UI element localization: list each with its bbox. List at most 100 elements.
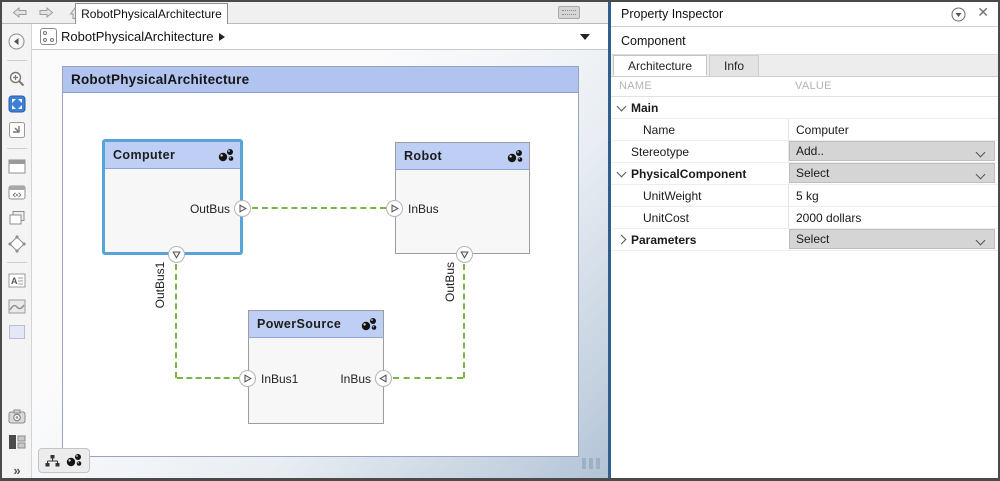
back-arrow-icon[interactable] [12, 6, 28, 19]
row-label: UnitCost [643, 210, 690, 225]
zoom-in-icon[interactable] [6, 68, 28, 90]
block-computer[interactable]: Computer [102, 139, 243, 255]
annotation-icon[interactable]: A [6, 270, 28, 292]
row-label: PhysicalComponent [631, 166, 747, 181]
connector-computer-power-horizontal[interactable] [177, 377, 239, 379]
image-icon[interactable] [6, 295, 28, 317]
breadcrumb-caret-icon[interactable] [219, 32, 226, 41]
row-value[interactable]: 2000 dollars [796, 210, 862, 225]
collapse-icon[interactable] [616, 167, 627, 178]
keyboard-shortcuts-icon[interactable] [558, 6, 580, 19]
forward-arrow-icon[interactable] [38, 6, 54, 19]
property-inspector-title: Property Inspector [621, 7, 724, 21]
port-power-inbus[interactable] [375, 370, 392, 387]
hide-browser-icon[interactable] [6, 31, 28, 53]
tab-info-label: Info [724, 59, 745, 73]
tab-architecture[interactable]: Architecture [613, 55, 708, 76]
row-value[interactable]: Computer [796, 122, 849, 137]
stereotype-spheres-icon [218, 148, 234, 161]
row-label: UnitWeight [643, 188, 702, 203]
pane-divider[interactable] [608, 2, 611, 478]
area-icon[interactable] [6, 321, 28, 343]
view-badge[interactable] [38, 448, 90, 473]
spline-route-icon[interactable] [6, 233, 28, 255]
property-inspector-header: Property Inspector ✕ [611, 2, 998, 27]
copy-compare-icon[interactable] [6, 207, 28, 229]
panel-options-icon[interactable] [951, 7, 966, 25]
diagram-canvas[interactable]: RobotPhysicalArchitecture Computer [32, 50, 608, 478]
table-row-main[interactable]: Main [611, 97, 998, 119]
port-computer-outbus[interactable] [234, 200, 251, 217]
port-robot-inbus[interactable] [386, 200, 403, 217]
column-header-name: NAME [619, 80, 652, 92]
tab-robotphysicalarchitecture[interactable]: RobotPhysicalArchitecture [75, 3, 228, 24]
block-powersource-title: PowerSource [257, 317, 342, 331]
viewport-icon[interactable] [6, 156, 28, 178]
editor-pane: RobotPhysicalArchitecture [2, 2, 608, 478]
parameters-dropdown[interactable]: Select [789, 229, 995, 249]
svg-text:A: A [11, 276, 18, 286]
port-label-power-inbus1: InBus1 [261, 372, 299, 386]
block-computer-title: Computer [113, 148, 176, 162]
connector-computer-power-vertical[interactable] [175, 264, 177, 378]
connector-label-outbus1: OutBus1 [153, 261, 167, 309]
block-powersource[interactable]: PowerSource [248, 310, 384, 424]
tab-label: RobotPhysicalArchitecture [81, 7, 222, 21]
table-row-physicalcomponent[interactable]: PhysicalComponent Select [611, 163, 998, 185]
stereotype-spheres-icon [361, 317, 377, 330]
chevron-down-icon [975, 169, 986, 180]
signal-lines-icon[interactable] [6, 181, 28, 203]
connector-robot-power-horizontal[interactable] [393, 377, 463, 379]
dropdown-value: Select [796, 166, 830, 180]
dropdown-value: Add.. [796, 144, 825, 158]
connector-robot-power-vertical[interactable] [463, 264, 465, 378]
table-row-parameters[interactable]: Parameters Select [611, 229, 998, 251]
connector-computer-robot[interactable] [252, 207, 386, 209]
stereotype-dropdown[interactable]: Add.. [789, 141, 995, 161]
inspector-tab-bar: Architecture Info [611, 55, 998, 77]
zoom-region-icon[interactable] [6, 119, 28, 141]
screenshot-icon[interactable] [6, 406, 28, 428]
architecture-container-header: RobotPhysicalArchitecture [63, 67, 578, 93]
tab-info[interactable]: Info [709, 55, 760, 76]
collapse-icon[interactable] [616, 101, 627, 112]
breadcrumb: RobotPhysicalArchitecture [32, 24, 608, 50]
row-label: Main [631, 100, 659, 115]
table-row-unitcost[interactable]: UnitCost 2000 dollars [611, 207, 998, 229]
selected-element-row: Component [611, 27, 998, 55]
table-row-unitweight[interactable]: UnitWeight 5 kg [611, 185, 998, 207]
port-computer-bottom[interactable] [168, 246, 185, 263]
chevron-down-icon [975, 235, 986, 246]
breadcrumb-path[interactable]: RobotPhysicalArchitecture [61, 29, 214, 44]
stereotype-spheres-icon [66, 454, 82, 467]
palette-toolbar: A » [2, 24, 32, 478]
block-robot[interactable]: Robot [395, 142, 530, 254]
block-computer-header: Computer [105, 142, 240, 169]
dropdown-value: Select [796, 232, 830, 246]
port-power-inbus1[interactable] [239, 370, 256, 387]
canvas-column: RobotPhysicalArchitecture RobotPhysicalA… [32, 24, 608, 478]
block-robot-title: Robot [404, 149, 443, 163]
component-icon [40, 28, 57, 45]
chevron-down-icon [975, 147, 986, 158]
toolbar-divider [6, 59, 27, 61]
model-blocks-icon[interactable] [6, 431, 28, 453]
expand-icon[interactable] [616, 234, 627, 245]
resize-grip[interactable] [582, 458, 600, 469]
breadcrumb-dropdown-icon[interactable] [580, 34, 590, 40]
architecture-title: RobotPhysicalArchitecture [71, 72, 250, 87]
property-table: NAME VALUE Main Name Computer Stereotype… [611, 77, 998, 478]
port-label-robot-inbus: InBus [408, 202, 439, 216]
toolbar-divider [6, 147, 27, 149]
close-icon[interactable]: ✕ [977, 4, 989, 20]
expand-more-icon[interactable]: » [13, 463, 20, 479]
table-row-stereotype[interactable]: Stereotype Add.. [611, 141, 998, 163]
table-column-headers: NAME VALUE [611, 77, 998, 97]
port-robot-bottom[interactable] [456, 246, 473, 263]
fit-to-view-icon[interactable] [6, 93, 28, 115]
toolbar-divider [6, 261, 27, 263]
physicalcomponent-dropdown[interactable]: Select [789, 163, 995, 183]
table-row-name[interactable]: Name Computer [611, 119, 998, 141]
row-value[interactable]: 5 kg [796, 188, 819, 203]
